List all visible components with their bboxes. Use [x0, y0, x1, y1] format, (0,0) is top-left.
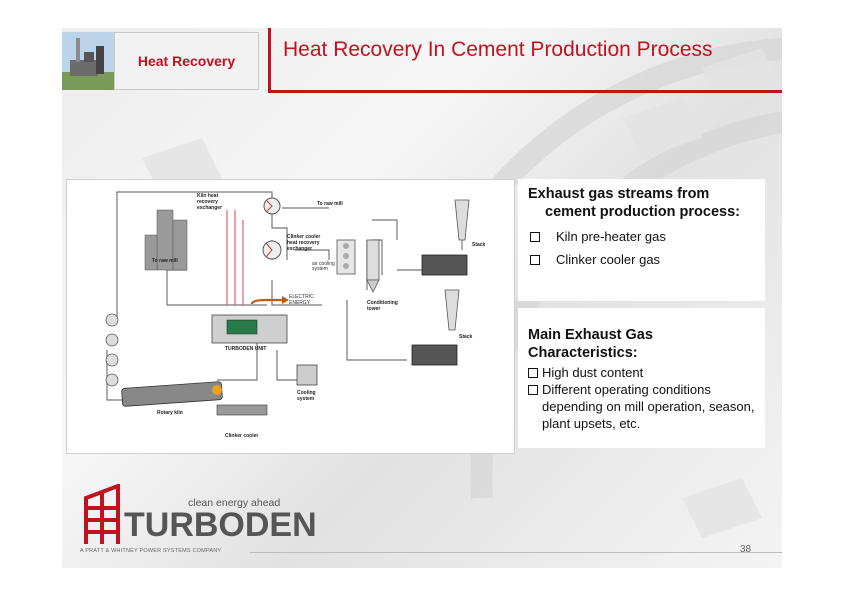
logo-wordmark: TURBODEN [124, 506, 317, 544]
label-conditioning-tower-1: Conditioning [367, 300, 398, 306]
section-tab: Heat Recovery [114, 32, 259, 90]
list-item-text: Different operating conditions depending… [542, 382, 755, 431]
label-clinker-exchanger-1: Clinker cooler [287, 234, 320, 240]
checkbox-bullet-icon [530, 232, 540, 242]
label-kiln-exchanger-3: exchanger [197, 205, 222, 211]
label-to-raw-mill-left: To raw mill [152, 258, 178, 264]
checkbox-bullet-icon [530, 255, 540, 265]
label-clinker-exchanger-2: heat recovery [287, 240, 320, 246]
label-rotary-kiln: Rotary kiln [157, 410, 183, 416]
exhaust-streams-list: Kiln pre-heater gas Clinker cooler gas [528, 225, 759, 271]
gas-characteristics-panel: Main Exhaust Gas Characteristics: High d… [518, 308, 765, 448]
list-item-text: Kiln pre-heater gas [556, 229, 666, 244]
label-clinker-exchanger-3: exchanger [287, 246, 312, 252]
label-stack-bottom: Stack [459, 334, 473, 340]
list-item-text: High dust content [542, 365, 644, 380]
label-stack-top: Stack [472, 242, 486, 248]
exhaust-streams-heading: Exhaust gas streams from cement producti… [528, 186, 740, 220]
gas-characteristics-heading: Main Exhaust Gas Characteristics: [528, 327, 653, 361]
list-item: High dust content [528, 364, 759, 381]
list-item-text: Clinker cooler gas [556, 252, 661, 267]
label-air-cooling-1: air cooling [312, 261, 335, 267]
label-electric-energy-2: ENERGY [289, 300, 311, 306]
label-air-cooling-2: system [312, 266, 328, 272]
label-cooling-system-2: system [297, 396, 315, 402]
exhaust-streams-panel: Exhaust gas streams from cement producti… [518, 179, 765, 301]
turboden-logo-icon [84, 484, 120, 544]
checkbox-bullet-icon [528, 368, 538, 378]
list-item: Kiln pre-heater gas [528, 225, 759, 248]
title-rule-vertical [268, 28, 271, 92]
label-conditioning-tower-2: tower [367, 306, 380, 312]
power-plant-thumbnail [62, 32, 114, 90]
list-item: Different operating conditions depending… [528, 381, 759, 432]
title-rule-horizontal [268, 90, 782, 93]
label-kiln-exchanger-1: Kiln heat [197, 193, 218, 199]
list-item: Clinker cooler gas [528, 248, 759, 271]
label-clinker-cooler: Clinker cooler [225, 433, 258, 439]
label-kiln-exchanger-2: recovery [197, 199, 218, 205]
label-electric-energy-1: ELECTRIC [289, 294, 314, 300]
logo-tagline: clean energy ahead [188, 497, 281, 509]
checkbox-bullet-icon [528, 385, 538, 395]
label-to-raw-mill-top: To raw mill [317, 201, 343, 207]
section-tab-label: Heat Recovery [137, 53, 236, 69]
label-cooling-system-1: Cooling [297, 390, 316, 396]
label-turboden-unit: TURBODEN UNIT [225, 346, 266, 352]
footer-divider [250, 552, 782, 553]
process-diagram: Kiln heat recovery exchanger To raw mill… [66, 179, 515, 454]
logo-company-line: A PRATT & WHITNEY POWER SYSTEMS COMPANY [80, 548, 222, 554]
slide-title: Heat Recovery In Cement Production Proce… [283, 38, 713, 61]
gas-characteristics-list: High dust content Different operating co… [528, 364, 759, 432]
page-number: 38 [740, 544, 752, 555]
